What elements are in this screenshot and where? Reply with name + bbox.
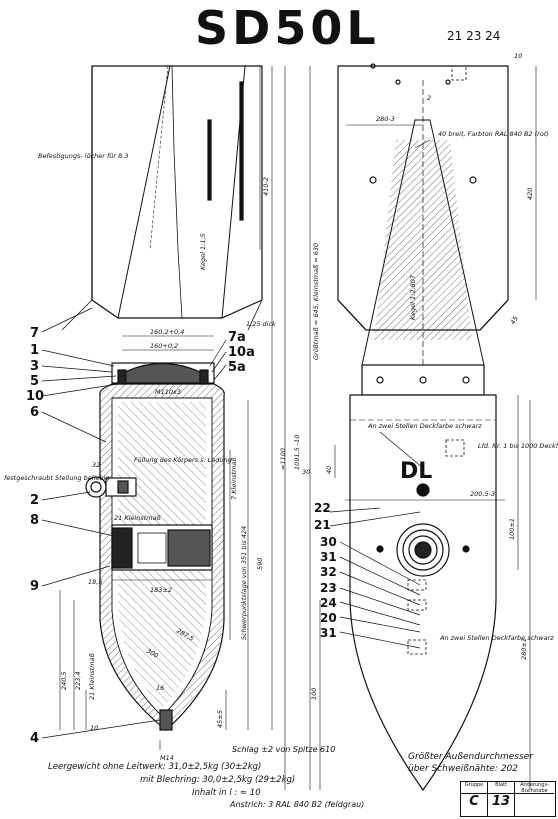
dim-2801: 280±1 <box>520 638 528 660</box>
dim-40: 40 <box>325 466 333 474</box>
dim-410: 410-2 <box>262 177 270 196</box>
part-30: 30 <box>320 535 337 549</box>
label-schwerpunkt: Schwerpunktslage von 351 bis 424 <box>240 526 248 640</box>
dim-45: 45 <box>509 315 520 326</box>
part-5a: 5a <box>228 360 246 375</box>
dim-2005: 200,5-3 <box>470 490 495 498</box>
dim-455: 45±5 <box>216 710 224 728</box>
part-32: 32 <box>320 565 337 579</box>
red-stripe <box>374 140 472 340</box>
tb-blatt-value: 13 <box>488 794 515 816</box>
part-5: 5 <box>30 374 39 389</box>
right-exterior-view <box>284 63 537 792</box>
note-blechring: mit Blechring: 30,0±2,5kg (29±2kg) <box>140 775 296 785</box>
dim-10: 10 <box>90 724 98 732</box>
dim-2: 2 <box>427 94 431 102</box>
dim-420: 420 <box>526 188 534 200</box>
dim-1602: 160,2+0,4 <box>150 328 184 336</box>
dim-32: 32 <box>92 461 100 469</box>
label-kegel-115: Kegel 1:1,5 <box>199 233 207 270</box>
label-fuellung: Füllung des Körpers s. Ladung <box>134 456 232 464</box>
label-kleinst-21a: 21 Kleinstmaß <box>114 514 161 522</box>
left-section-view <box>41 65 273 750</box>
part-6: 6 <box>30 405 39 420</box>
tail-fin-left <box>91 65 263 319</box>
dim-16: 16 <box>156 684 164 692</box>
tb-gruppe-value: C <box>461 794 488 816</box>
part-31b: 31 <box>320 626 337 640</box>
label-m14: M14 <box>160 754 174 762</box>
part-21: 21 <box>314 518 331 532</box>
note-schlag: Schlag ±2 von Spitze 610 <box>232 745 336 754</box>
label-m110: M110x3 <box>155 388 181 396</box>
tb-blatt-label: Blatt <box>488 782 515 794</box>
part-1: 1 <box>30 343 39 358</box>
part-2: 2 <box>30 493 39 508</box>
note-anstrich: Anstrich: 3 RAL 840 B2 (feldgrau) <box>230 800 365 809</box>
tail-cone <box>117 65 246 319</box>
note-inhalt: Inhalt in l : ≈ 10 <box>192 788 261 798</box>
dim-280: 280-3 <box>376 115 395 123</box>
part-23: 23 <box>320 581 337 595</box>
tb-gruppe-label: Gruppe <box>461 782 488 794</box>
dim-2405: 240,5 <box>60 671 68 690</box>
dim-10915: 1091,5 -10 <box>293 435 301 470</box>
tb-aenderung-label: Änderungs- Buchstabe <box>515 782 554 794</box>
dim-1100: ≈1100 <box>279 448 287 470</box>
label-kegel-1807: Kegel 1:2,807 <box>409 274 417 320</box>
dim-160: 160+0,2 <box>150 342 178 350</box>
part-4: 4 <box>30 731 39 746</box>
note-groesster-2: über Schweißnähte: 202 <box>408 764 519 774</box>
part-9: 9 <box>30 579 39 594</box>
dim-2234: 223,4 <box>74 671 82 690</box>
part-7: 7 <box>30 326 39 341</box>
dim-100: 100 <box>310 688 318 700</box>
label-lfd-nr: Lfd. Nr. 1 bis 1000 Deckfarbe schwarz <box>478 442 558 450</box>
part-24: 24 <box>320 596 337 610</box>
drawing-title: SD50L <box>195 1 380 55</box>
label-kleinst-7: 7 Kleinstmaß <box>230 457 238 500</box>
label-befestigung: Befestigungs- löcher für 8.3 <box>38 152 128 160</box>
label-kleinst-21b: 21 Kleinstmaß <box>88 653 96 700</box>
label-dicke: 1,25 dick <box>246 320 276 328</box>
note-leergewicht: Leergewicht ohne Leitwerk: 31,0±2,5kg (3… <box>48 762 262 772</box>
label-farbton: 40 breit, Farbton RAL 840 B2 (rot) <box>438 130 549 138</box>
dim-10-top: 10 <box>514 52 522 60</box>
dim-30: 30 <box>302 468 310 476</box>
dim-185: 18,5 <box>88 578 102 586</box>
label-an-zwei-1: An zwei Stellen Deckfarbe schwarz <box>367 422 482 430</box>
part-20: 20 <box>320 611 337 625</box>
part-3: 3 <box>30 359 39 374</box>
label-an-zwei-2: An zwei Stellen Deckfarbe schwarz <box>439 634 554 642</box>
dim-1001: 100±1 <box>508 518 516 540</box>
part-7a: 7a <box>228 330 246 345</box>
part-10: 10 <box>26 389 44 404</box>
top-part-numbers: 21 23 24 <box>447 29 500 43</box>
title-block: Gruppe Blatt Änderungs- Buchstabe C 13 <box>460 781 556 817</box>
note-groesster-1: Größter Außendurchmesser <box>408 752 533 762</box>
label-groesst: Größtmaß = 645, Kleinstmaß = 630 <box>312 243 320 360</box>
label-dl: DL <box>400 459 432 484</box>
part-8: 8 <box>30 513 39 528</box>
bomb-body-right <box>349 394 497 792</box>
dim-590: 590 <box>256 558 264 570</box>
label-festgeschraubt: festgeschraubt Stellung beliebig <box>4 474 109 482</box>
part-22: 22 <box>314 501 331 515</box>
part-10a: 10a <box>228 345 255 360</box>
part-31a: 31 <box>320 550 337 564</box>
dim-1831: 183±2 <box>150 586 172 594</box>
